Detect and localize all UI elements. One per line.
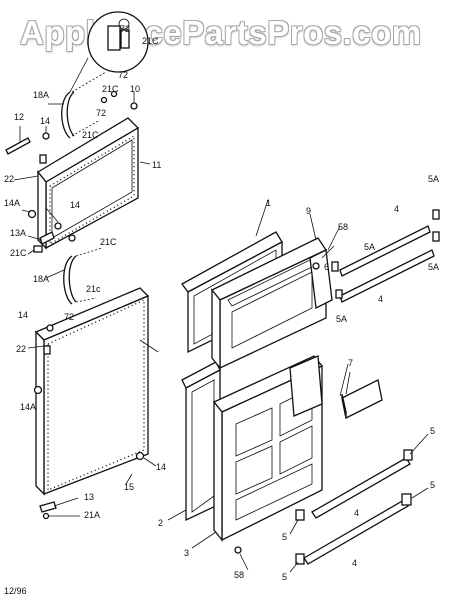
freezer-door-outer-panel (37, 117, 140, 250)
callout-21c: 21C (82, 130, 99, 140)
callout-21c: 21C (102, 84, 119, 94)
callout-13a: 13A (10, 228, 26, 238)
callout-13: 13 (84, 492, 94, 502)
callout-5a: 5A (428, 262, 439, 272)
callout-5a: 5A (364, 242, 375, 252)
callout-10: 10 (130, 84, 140, 94)
callout-3: 3 (184, 548, 189, 558)
callout-22: 22 (4, 174, 14, 184)
callout-5: 5 (282, 532, 287, 542)
callout-5: 5 (430, 480, 435, 490)
callout-4: 4 (378, 294, 383, 304)
watermark: AppliancePartsPros.com (20, 14, 422, 51)
callout-72: 72 (120, 24, 130, 34)
callout-4: 4 (354, 508, 359, 518)
callout-21c: 21C (100, 237, 117, 247)
date-code: 12/96 (4, 586, 27, 596)
callout-72: 72 (64, 312, 74, 322)
callout-14: 14 (40, 116, 50, 126)
callout-5: 5 (430, 426, 435, 436)
callout-14: 14 (156, 462, 166, 472)
callout-15: 15 (124, 482, 134, 492)
callout-5a: 5A (428, 174, 439, 184)
fresh-food-door-outer-panel (34, 287, 159, 496)
leader-lines (13, 103, 429, 573)
callout-9: 9 (306, 206, 311, 216)
fresh-food-door-handle (63, 247, 103, 305)
shelf-end-caps-5a (331, 209, 440, 299)
callout-5a: 5A (336, 314, 347, 324)
callout-4: 4 (352, 558, 357, 568)
callout-14: 14 (18, 310, 28, 320)
callout-6: 6 (324, 262, 329, 272)
callout-18a: 18A (33, 274, 49, 284)
callout-14: 14 (70, 200, 80, 210)
callout-12: 12 (14, 112, 24, 122)
callout-7: 7 (348, 358, 353, 368)
trim-strip-12 (5, 126, 31, 155)
callout-21c: 21c (86, 284, 101, 294)
callout-5: 5 (282, 572, 287, 582)
callout-4: 4 (394, 204, 399, 214)
callout-1: 1 (266, 198, 271, 208)
callout-22: 22 (16, 344, 26, 354)
callout-21c: 21C (142, 36, 159, 46)
callout-2: 2 (158, 518, 163, 528)
top-door-hardware (27, 90, 138, 253)
callout-14a: 14A (20, 402, 36, 412)
fresh-food-door-liner (212, 355, 324, 542)
callout-11: 11 (152, 160, 161, 170)
freezer-shelf-bar-upper (339, 225, 431, 277)
door-shelf-bar-2 (295, 493, 412, 565)
callout-58: 58 (338, 222, 348, 232)
door-shelf-bar-1 (311, 449, 413, 519)
dairy-compartment-door (341, 371, 383, 419)
callout-72: 72 (118, 70, 128, 80)
freezer-shelf-bar-lower (339, 249, 435, 303)
center-hardware (234, 245, 335, 554)
callout-21a: 21A (84, 510, 100, 520)
callout-14a: 14A (4, 198, 20, 208)
freezer-door-handle (61, 71, 107, 139)
bottom-door-hardware (33, 324, 145, 520)
callout-21c: 21C (10, 248, 27, 258)
callout-labels: 72 21C 72 21C 10 18A 72 12 14 21C 11 22 … (4, 24, 439, 596)
callout-58: 58 (234, 570, 244, 580)
callout-18a: 18A (33, 90, 49, 100)
callout-72: 72 (96, 108, 106, 118)
handle-detail-inset (69, 11, 149, 93)
